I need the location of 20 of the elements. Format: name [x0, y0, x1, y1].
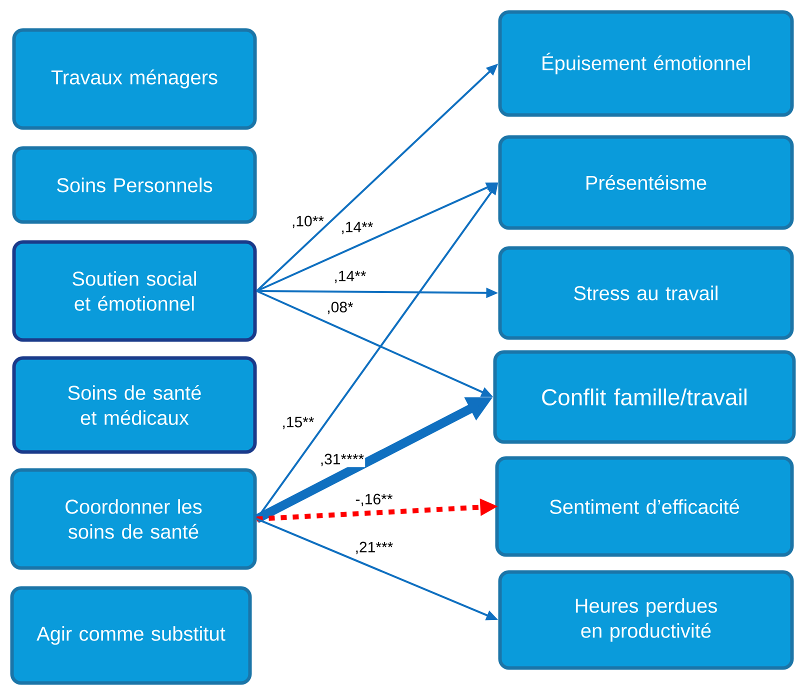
- process-box: Soutien social et émotionnel: [12, 240, 257, 342]
- process-box: Conflit famille/travail: [493, 350, 796, 444]
- process-box: Présentéisme: [498, 135, 794, 230]
- edge-label: ,15**: [280, 416, 316, 430]
- process-box: Soins Personnels: [12, 146, 257, 224]
- edge-label: ,14**: [332, 270, 368, 284]
- edge-label: ,21***: [354, 540, 394, 556]
- edge-label: ,31****: [318, 452, 366, 468]
- process-box: Épuisement émotionnel: [498, 10, 794, 117]
- edge-label: ,10**: [290, 214, 324, 230]
- process-box: Sentiment d’efficacité: [495, 456, 794, 557]
- edge-label: ,14**: [340, 220, 374, 236]
- edge-label: ,08*: [326, 300, 354, 316]
- process-box: Heures perdues en productivité: [498, 570, 794, 670]
- process-box: Agir comme substitut: [10, 586, 252, 685]
- process-box: Stress au travail: [498, 246, 794, 340]
- edge-label: -,16**: [354, 492, 394, 508]
- process-box: Soins de santé et médicaux: [12, 356, 257, 454]
- process-box: Coordonner les soins de santé: [10, 468, 257, 570]
- process-box: Travaux ménagers: [12, 28, 257, 130]
